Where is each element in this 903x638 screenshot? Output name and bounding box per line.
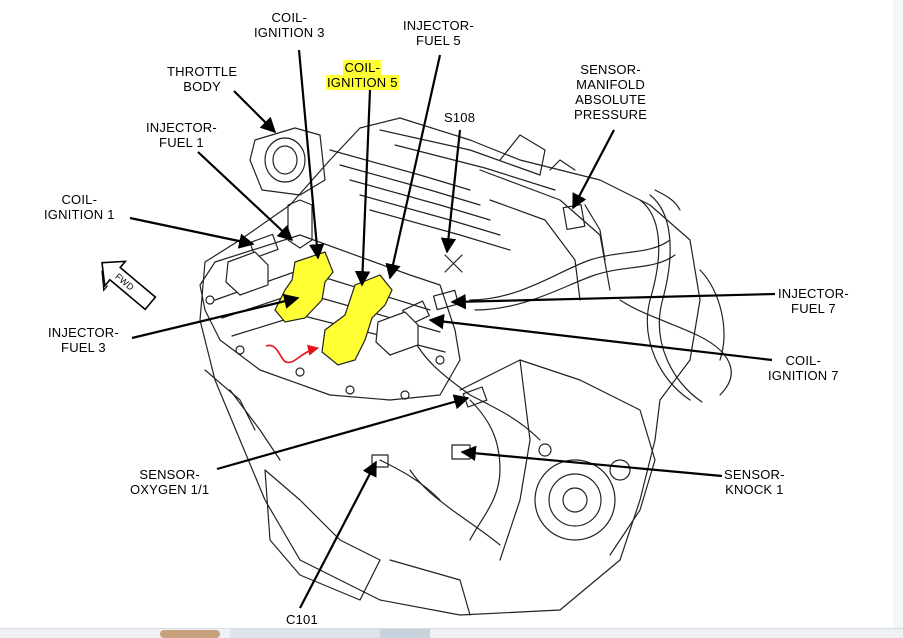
bottom-strip-segment-active: [380, 629, 430, 638]
label-coil-ignition-5: COIL- IGNITION 5: [326, 60, 399, 90]
label-sensor-knock: SENSOR-KNOCK 1: [724, 467, 785, 497]
label-injector-fuel-7: INJECTOR-FUEL 7: [778, 286, 849, 316]
label-injector-fuel-3: INJECTOR-FUEL 3: [48, 325, 119, 355]
bottom-toolbar-strip: [0, 628, 903, 638]
leader-lines: [129, 49, 776, 609]
label-sensor-oxygen: SENSOR-OXYGEN 1/1: [130, 467, 210, 497]
red-curved-arrow-icon: [265, 344, 320, 364]
label-c101: C101: [286, 612, 318, 627]
thumbnail-strip-image[interactable]: [160, 630, 220, 638]
label-coil-ignition-1: COIL-IGNITION 1: [44, 192, 115, 222]
scroll-edge: [893, 0, 903, 628]
label-coil-ignition-3: COIL-IGNITION 3: [254, 10, 325, 40]
label-coil-ignition-7: COIL-IGNITION 7: [768, 353, 839, 383]
fwd-arrow-icon: [101, 260, 157, 311]
bottom-strip-segment: [230, 629, 380, 638]
label-injector-fuel-5: INJECTOR-FUEL 5: [403, 18, 474, 48]
highlighted-coils: [274, 251, 393, 366]
coil-5-highlight: [321, 274, 393, 366]
label-injector-fuel-1: INJECTOR-FUEL 1: [146, 120, 217, 150]
coil-3-highlight: [274, 251, 334, 323]
label-s108: S108: [444, 110, 476, 125]
engine-illustration: [199, 117, 732, 616]
coil-packs: [225, 251, 419, 356]
